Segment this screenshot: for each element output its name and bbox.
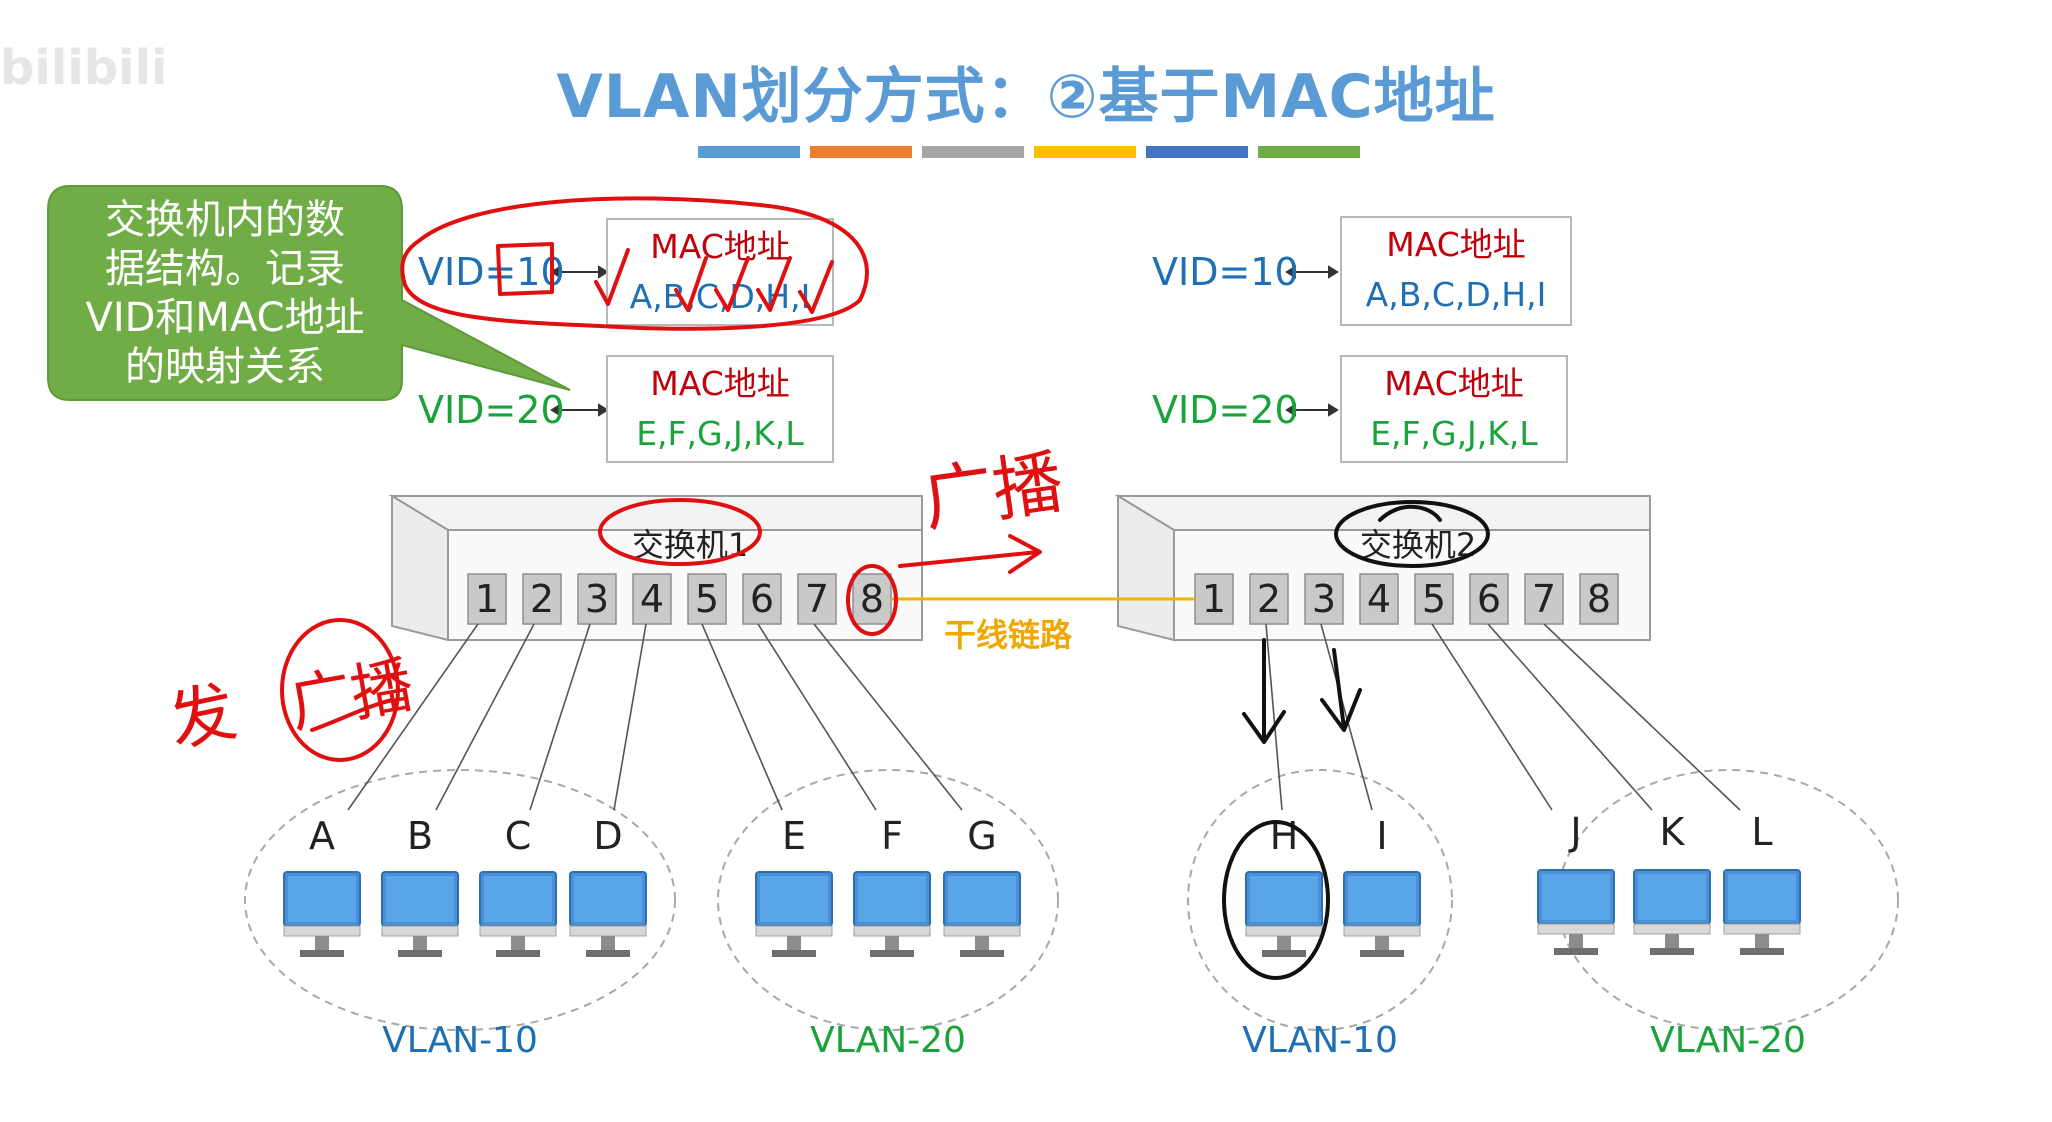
send-note: 发 — [162, 672, 243, 761]
callout-line: 据结构。记录 — [105, 246, 345, 292]
switch-2-port-3: 3 — [1311, 577, 1337, 621]
switch-2-ports — [1194, 573, 1619, 625]
mac-list: E,F,G,J,K,L — [636, 414, 804, 453]
switch-1-port-2: 2 — [529, 577, 555, 621]
vid-arrows — [550, 265, 1339, 417]
mac-list: A,B,C,D,H,I — [1365, 275, 1547, 314]
vlan-group-ellipse — [1557, 769, 1899, 1031]
circle-annotation — [280, 618, 400, 762]
check-mark — [674, 256, 708, 312]
host-label-j: J — [1570, 810, 1582, 854]
title-bar-segment — [1034, 146, 1136, 158]
vlan-groups — [244, 769, 1899, 1031]
callout-line: VID和MAC地址 — [85, 295, 365, 341]
mac-table-cell: MAC地址 A,B,C,D,H,I — [1340, 216, 1572, 326]
callout-line: 交换机内的数 — [105, 197, 345, 243]
switch-2-port-4: 4 — [1366, 577, 1392, 621]
switch-1-ports — [467, 573, 892, 625]
circle-annotation — [598, 498, 762, 566]
box-annotation — [496, 242, 554, 296]
vid-label: VID=20 — [418, 388, 565, 432]
bilibili-watermark: bilibili — [0, 40, 168, 96]
callout-line: 的映射关系 — [125, 344, 325, 390]
host-label-b: B — [406, 814, 434, 858]
title-bar-segment — [810, 146, 912, 158]
mac-title: MAC地址 — [1386, 225, 1526, 264]
vlan-label: VLAN-20 — [810, 1020, 966, 1061]
circle-annotation — [1222, 820, 1330, 980]
switch-2-port-1: 1 — [1201, 577, 1227, 621]
cables — [347, 623, 1741, 811]
title-bar-segment — [698, 146, 800, 158]
switch-1-port-7: 7 — [804, 577, 830, 621]
broadcast-arrow — [310, 698, 394, 732]
host-label-f: F — [881, 814, 903, 858]
mac-title: MAC地址 — [650, 364, 790, 403]
scribble — [1378, 504, 1442, 522]
switch-2-port-6: 6 — [1476, 577, 1502, 621]
switch-1-port-3: 3 — [584, 577, 610, 621]
host-label-d: D — [593, 814, 623, 858]
host-label-k: K — [1659, 810, 1685, 854]
down-arrow — [1242, 638, 1286, 744]
vid-label: VID=10 — [1152, 250, 1299, 294]
vid-label: VID=10 — [418, 250, 565, 294]
vlan-label: VLAN-20 — [1650, 1020, 1806, 1061]
down-arrow — [1320, 648, 1362, 732]
callout-bubble — [47, 185, 571, 401]
host-label-c: C — [504, 814, 532, 858]
slide-title: VLAN划分方式：②基于MAC地址 — [556, 62, 1496, 132]
check-mark — [756, 256, 792, 312]
broadcast-note: 广播 — [284, 648, 419, 741]
check-mark — [714, 256, 750, 312]
host-label-e: E — [781, 814, 806, 858]
circle-annotation — [846, 564, 898, 636]
title-bar-segment — [922, 146, 1024, 158]
host-label-a: A — [309, 814, 335, 858]
switch-2-port-5: 5 — [1421, 577, 1447, 621]
check-mark — [594, 248, 630, 306]
broadcast-note: 广播 — [918, 441, 1068, 542]
mac-list: E,F,G,J,K,L — [1370, 414, 1538, 453]
circle-annotation — [400, 196, 869, 331]
switch-1-port-1: 1 — [474, 577, 500, 621]
title-bar-segment — [1146, 146, 1248, 158]
mac-table-cell: MAC地址 E,F,G,J,K,L — [1340, 355, 1568, 463]
trunk-link-label: 干线链路 — [944, 616, 1073, 654]
vlan-group-ellipse — [1187, 769, 1453, 1031]
broadcast-arrow — [898, 534, 1042, 574]
host-label-l: L — [1751, 810, 1773, 854]
callout-text: 交换机内的数 据结构。记录 VID和MAC地址 的映射关系 — [60, 196, 390, 392]
vlan-label: VLAN-10 — [1242, 1020, 1398, 1061]
host-label-g: G — [967, 814, 997, 858]
vid-label: VID=20 — [1152, 388, 1299, 432]
vlan-label: VLAN-10 — [382, 1020, 538, 1061]
check-mark — [798, 260, 834, 314]
switch-2-port-8: 8 — [1586, 577, 1612, 621]
vlan-group-ellipse — [717, 769, 1059, 1031]
switch-1-port-8: 8 — [859, 577, 885, 621]
mac-table-cell: MAC地址 E,F,G,J,K,L — [606, 355, 834, 463]
switch-2-port-7: 7 — [1531, 577, 1557, 621]
switch-1-port-6: 6 — [749, 577, 775, 621]
title-color-bar — [698, 146, 1360, 158]
circle-annotation — [1334, 500, 1490, 568]
mac-title: MAC地址 — [650, 227, 790, 266]
switch-2-port-2: 2 — [1256, 577, 1282, 621]
title-bar-segment — [1258, 146, 1360, 158]
mac-title: MAC地址 — [1384, 364, 1524, 403]
switch-2-label: 交换机2 — [1359, 526, 1477, 564]
switch-1-port-5: 5 — [694, 577, 720, 621]
vlan-group-ellipse — [244, 769, 676, 1031]
switch-1-port-4: 4 — [639, 577, 665, 621]
host-label-i: I — [1376, 814, 1388, 858]
